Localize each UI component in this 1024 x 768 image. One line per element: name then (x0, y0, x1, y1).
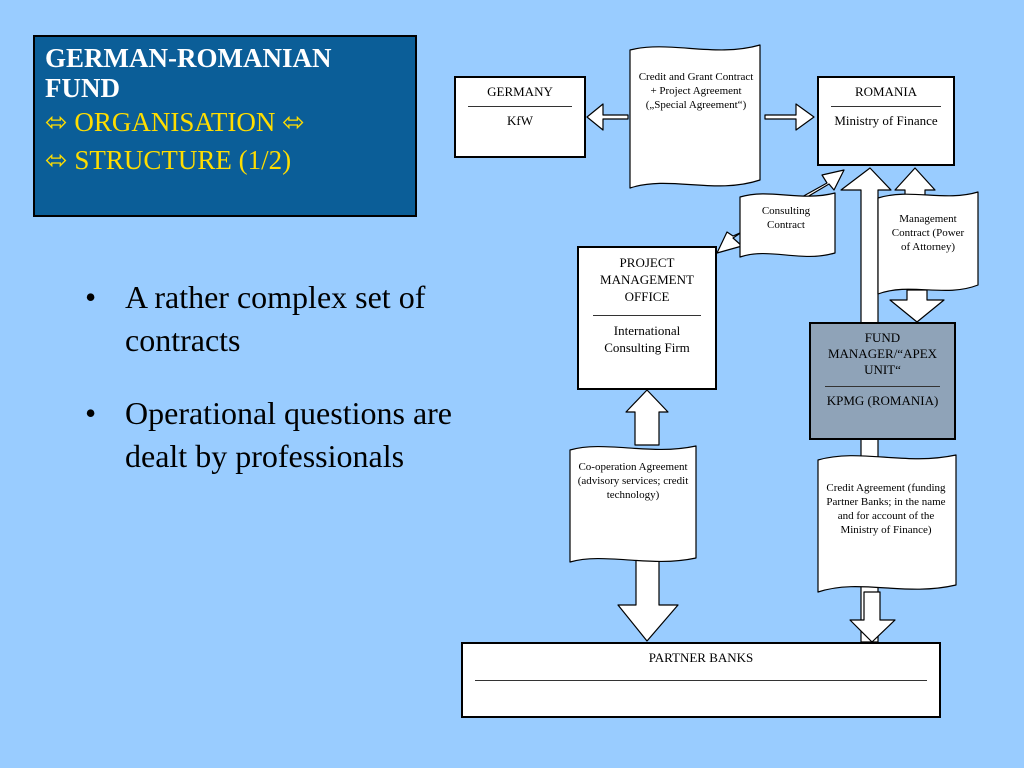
bullet-text: Operational questions are dealt by profe… (125, 395, 452, 474)
arrow-management-down (889, 289, 945, 323)
romania-box: ROMANIA Ministry of Finance (817, 76, 955, 166)
project-management-office-box: PROJECT MANAGEMENT OFFICE International … (577, 246, 717, 390)
romania-subtitle: Ministry of Finance (834, 113, 938, 128)
doc-credit-grant: Credit and Grant Contract + Project Agre… (638, 71, 754, 111)
bullet-text: A rather complex set of contracts (125, 279, 426, 358)
doc-shape-cooperation (569, 445, 697, 563)
germany-title: GERMANY (487, 84, 553, 99)
germany-box: GERMANY KfW (454, 76, 586, 158)
fund-manager-subtitle: KPMG (ROMANIA) (826, 393, 939, 408)
germany-subtitle: KfW (507, 113, 533, 128)
bullet-list: • A rather complex set of contracts • Oper… (85, 276, 485, 508)
arrow-consulting-to-pmo (716, 231, 743, 254)
bullet-item: • Operational questions are dealt by prof… (85, 392, 485, 478)
doc-management: Management Contract (Power of Attorney) (891, 213, 965, 253)
fund-manager-box: FUND MANAGER/“APEX UNIT“ KPMG (ROMANIA) (809, 322, 956, 440)
bullet-dot: • (85, 395, 97, 431)
slide-subtitle-organisation: ⬄ ORGANISATION ⬄ (45, 107, 305, 137)
arrow-romania-right (764, 103, 815, 131)
arrow-cooperation-down (617, 559, 679, 642)
partner-banks-title: PARTNER BANKS (648, 650, 754, 665)
arrow-credit-agreement-down (849, 591, 896, 643)
doc-shape-credit-grant (629, 44, 761, 189)
doc-shape-credit-agreement (817, 454, 957, 593)
slide-subtitle-structure: ⬄ STRUCTURE (1/2) (45, 145, 292, 175)
fund-manager-title: FUND MANAGER/“APEX UNIT“ (827, 330, 938, 377)
doc-shape-management (877, 191, 979, 295)
bullet-dot: • (85, 279, 97, 315)
pmo-subtitle: International Consulting Firm (604, 323, 690, 355)
doc-consulting: Consulting Contract (761, 205, 811, 231)
partner-banks-box: PARTNER BANKS (461, 642, 941, 718)
bullet-item: • A rather complex set of contracts (85, 276, 485, 362)
slide-title: GERMAN-ROMANIAN FUND (45, 43, 332, 103)
pmo-title: PROJECT MANAGEMENT OFFICE (600, 255, 694, 304)
doc-cooperation: Co-operation Agreement (advisory service… (577, 461, 689, 501)
slide-title-box: GERMAN-ROMANIAN FUND ⬄ ORGANISATION ⬄ ⬄ … (33, 35, 417, 217)
arrow-cooperation-up (625, 389, 669, 446)
doc-credit-agreement: Credit Agreement (funding Partner Banks;… (826, 482, 946, 536)
doc-shape-consulting (739, 192, 836, 258)
arrow-germany-left (586, 103, 629, 131)
romania-title: ROMANIA (854, 84, 918, 99)
